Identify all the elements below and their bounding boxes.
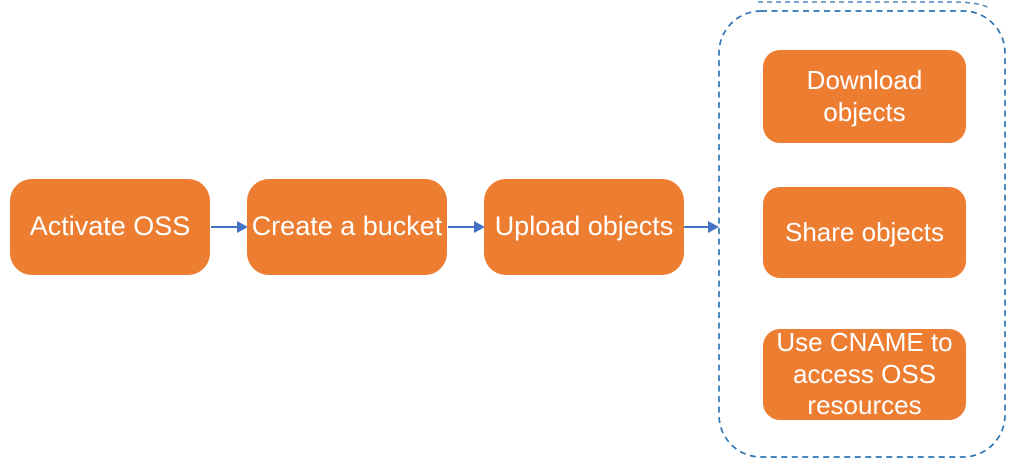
result-box-share-objects: Share objects: [763, 187, 966, 278]
flow-step-label: Create a bucket: [251, 211, 443, 242]
result-box-download-objects: Download objects: [763, 50, 966, 143]
result-box-label: Use CNAME to access OSS resources: [776, 326, 953, 421]
arrow-right-icon: [448, 221, 485, 233]
cropped-dashed-edge: [758, 1, 992, 10]
flow-step-upload-objects: Upload objects: [484, 179, 684, 275]
result-box-use-cname: Use CNAME to access OSS resources: [763, 326, 966, 421]
flow-step-label: Activate OSS: [29, 211, 191, 242]
flow-step-activate-oss: Activate OSS: [10, 179, 210, 275]
flow-step-create-bucket: Create a bucket: [247, 179, 447, 275]
result-box-label: Share objects: [785, 216, 944, 247]
arrow-right-icon: [211, 221, 248, 233]
arrow-right-icon: [684, 221, 719, 233]
flow-step-label: Upload objects: [494, 211, 674, 242]
result-box-label: Download objects: [806, 64, 923, 127]
